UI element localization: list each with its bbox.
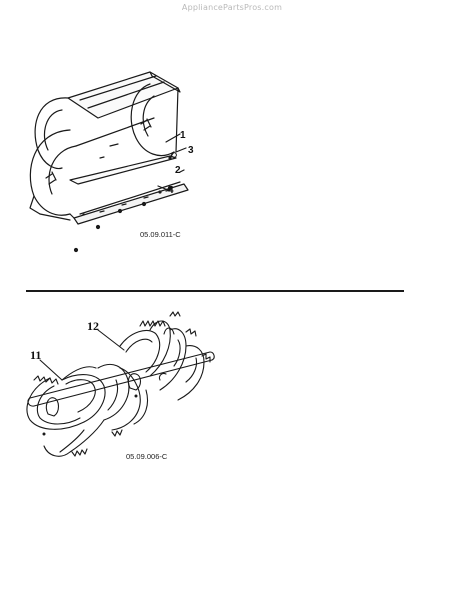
callout-3: 3 (188, 145, 194, 156)
housing-diagram: 1 3 2 4 05.09.011-C (29, 71, 194, 253)
figure-code-bottom: 05.09.006-C (126, 452, 168, 461)
section-divider (26, 290, 404, 292)
callout-4: 4 (168, 185, 174, 196)
callout-2: 2 (175, 165, 181, 176)
callout-12: 12 (87, 319, 99, 333)
watermark-text: AppliancePartsPros.com (181, 3, 283, 12)
figure-code-top: 05.09.011-C (140, 230, 181, 239)
callout-11: 11 (30, 348, 41, 362)
callout-1: 1 (180, 130, 186, 141)
